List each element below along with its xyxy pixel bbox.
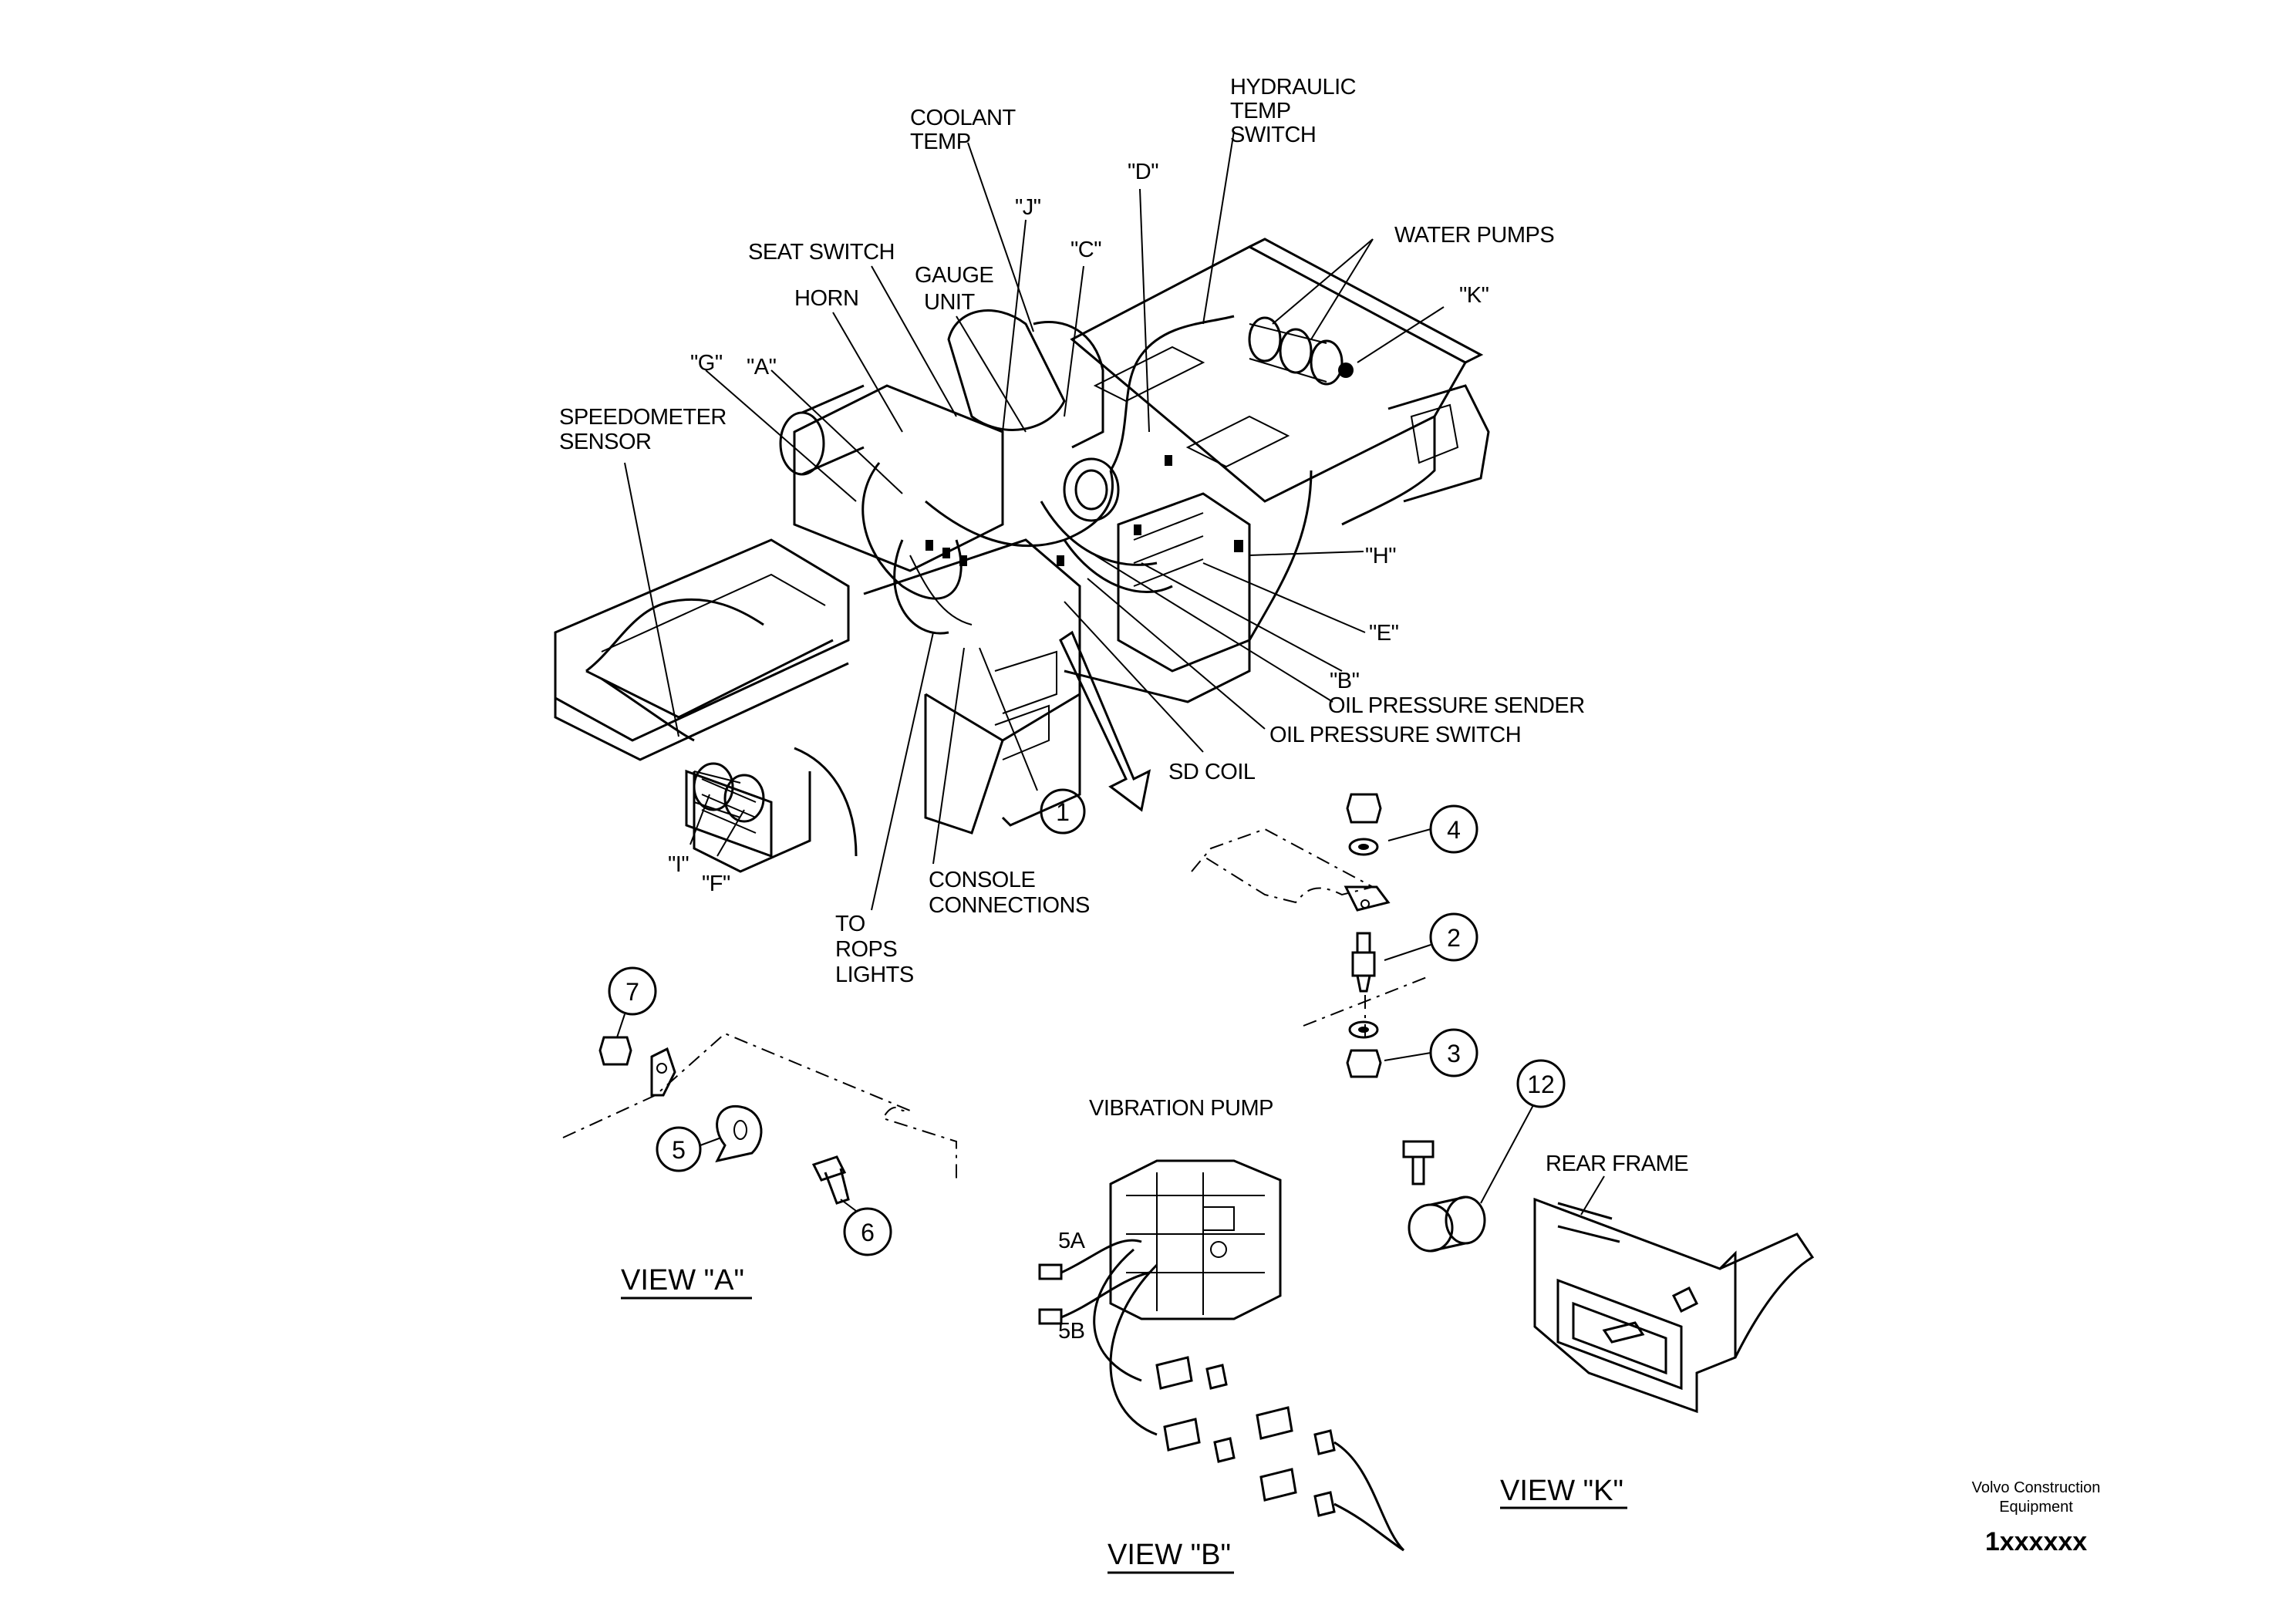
- document-code: 1xxxxxx: [1985, 1527, 2087, 1556]
- label-coolant-2: TEMP: [910, 130, 971, 154]
- label-coolant-1: COOLANT: [910, 106, 1016, 130]
- callout-6-number: 6: [861, 1219, 875, 1246]
- view-k-detail: 12 VIEW "K": [1402, 1059, 1815, 1509]
- label-gauge-2: UNIT: [924, 290, 975, 315]
- label-f: "F": [702, 872, 730, 896]
- callout-5-number: 5: [672, 1136, 686, 1164]
- label-speedometer-2: SENSOR: [559, 430, 651, 454]
- bracket-assembly: 4 2 3: [1191, 793, 1478, 1078]
- label-water-pumps: WATER PUMPS: [1394, 223, 1554, 248]
- label-sd-coil: SD COIL: [1168, 760, 1256, 784]
- view-k-title: VIEW "K": [1500, 1475, 1623, 1507]
- label-5b: 5B: [1058, 1319, 1084, 1344]
- label-hydraulic-1: HYDRAULIC: [1230, 75, 1356, 99]
- label-hydraulic-3: SWITCH: [1230, 123, 1316, 147]
- label-horn: HORN: [794, 286, 858, 311]
- label-e: "E": [1369, 621, 1399, 646]
- label-vibration-pump: VIBRATION PUMP: [1089, 1096, 1273, 1121]
- view-a-title: VIEW "A": [621, 1264, 744, 1297]
- footer-block: Volvo Construction Equipment 1xxxxxx: [1972, 1479, 2101, 1556]
- label-console-1: CONSOLE: [929, 868, 1035, 892]
- label-a: "A": [747, 355, 777, 379]
- label-j: "J": [1015, 195, 1041, 220]
- brand-line-1: Volvo Construction: [1972, 1479, 2101, 1496]
- leader-lines: [624, 130, 1445, 911]
- label-rops-1: TO: [835, 912, 865, 936]
- machine-frame-drawing: [554, 238, 1490, 873]
- label-rear-frame: REAR FRAME: [1546, 1152, 1688, 1176]
- callout-1-number: 1: [1056, 798, 1070, 826]
- label-oil-pressure-sender: OIL PRESSURE SENDER: [1328, 693, 1585, 718]
- callout-7-number: 7: [625, 978, 639, 1006]
- label-seat-switch: SEAT SWITCH: [748, 240, 895, 265]
- label-c: "C": [1070, 238, 1101, 262]
- label-h: "H": [1365, 544, 1396, 568]
- callout-3-number: 3: [1447, 1040, 1461, 1067]
- callout-12-number: 12: [1527, 1071, 1555, 1098]
- label-rops-3: LIGHTS: [835, 963, 914, 987]
- label-k: "K": [1459, 283, 1489, 308]
- label-d: "D": [1128, 160, 1158, 184]
- label-speedometer-1: SPEEDOMETER: [559, 405, 727, 430]
- label-i: "I": [668, 852, 689, 877]
- component-labels: HYDRAULIC TEMP SWITCH COOLANT TEMP "D" "…: [559, 75, 1689, 1344]
- view-b-detail: VIEW "B": [1038, 1159, 1405, 1574]
- label-5a: 5A: [1058, 1229, 1086, 1253]
- label-hydraulic-2: TEMP: [1230, 99, 1291, 123]
- label-rops-2: ROPS: [835, 937, 897, 962]
- callout-4-number: 4: [1447, 816, 1461, 844]
- view-a-detail: 7 5 6 VIEW "A": [562, 966, 957, 1300]
- label-gauge-1: GAUGE: [915, 263, 993, 288]
- label-b: "B": [1330, 669, 1360, 693]
- label-oil-pressure-switch: OIL PRESSURE SWITCH: [1269, 723, 1521, 747]
- callout-1: 1: [1040, 788, 1086, 835]
- brand-line-2: Equipment: [1999, 1499, 2073, 1516]
- label-g: "G": [690, 351, 723, 376]
- callout-2-number: 2: [1447, 924, 1461, 952]
- view-b-title: VIEW "B": [1108, 1539, 1231, 1571]
- label-console-2: CONNECTIONS: [929, 893, 1090, 918]
